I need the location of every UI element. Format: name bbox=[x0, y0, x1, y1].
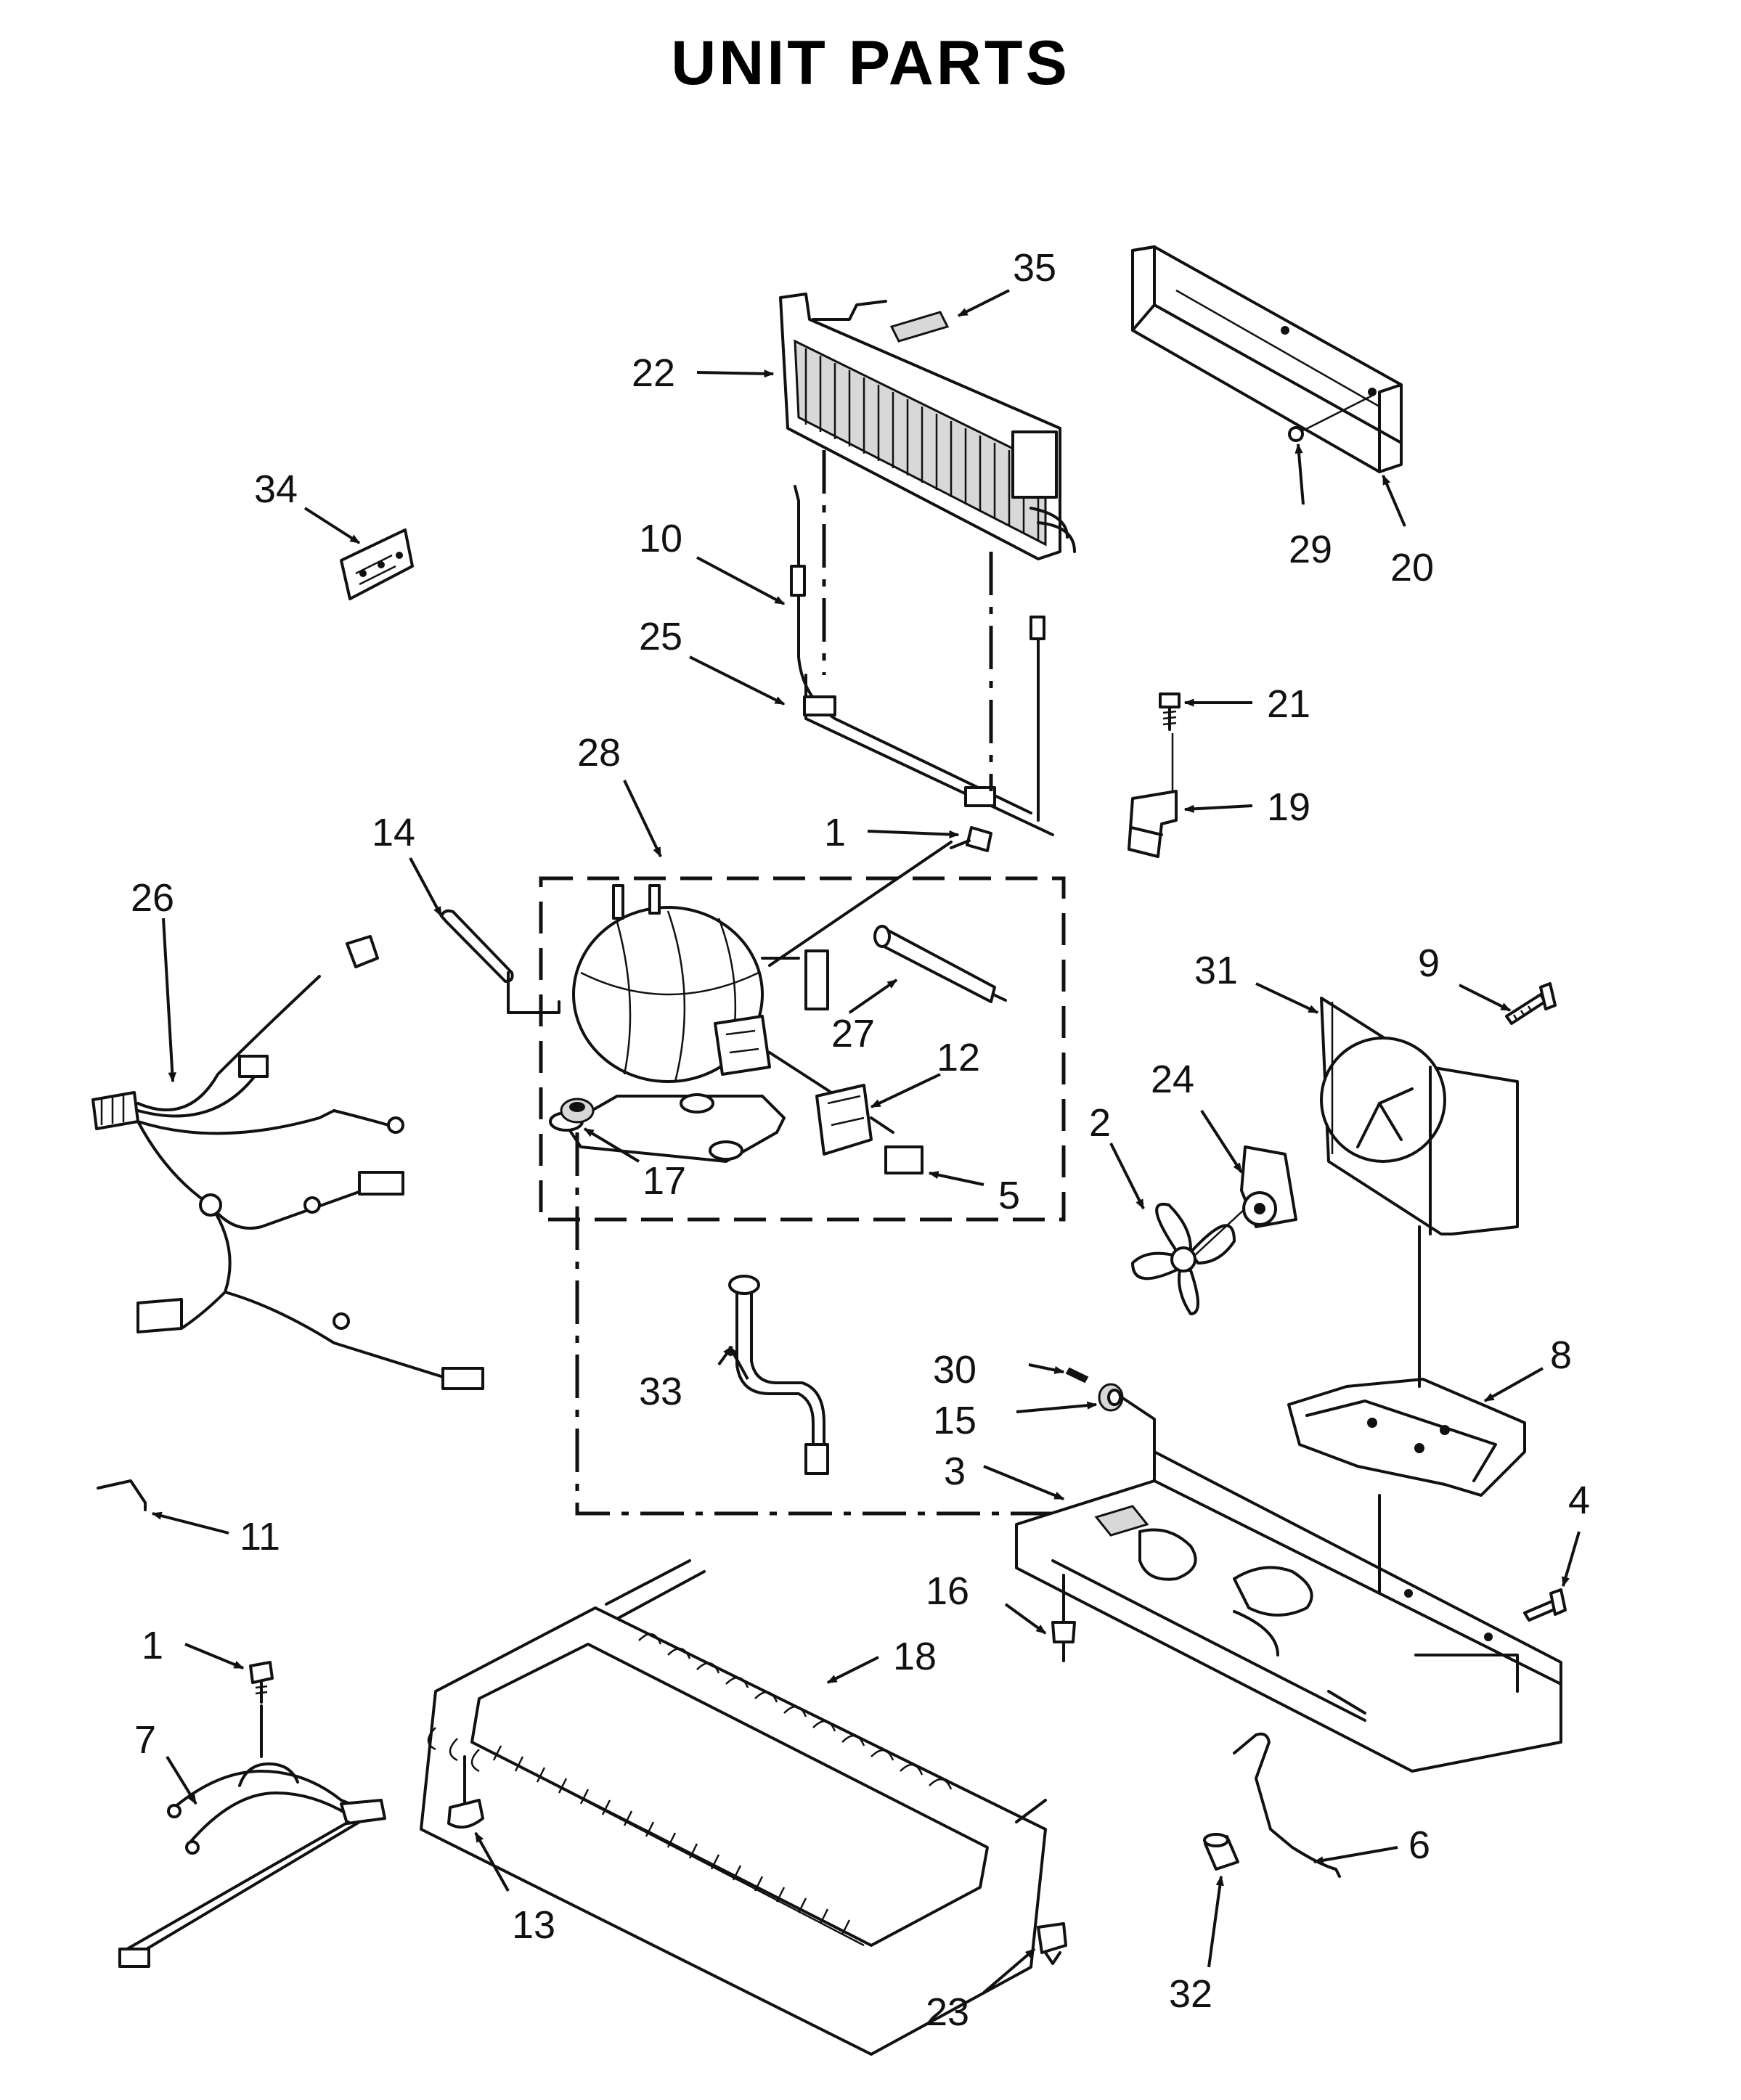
callout-30: 30 bbox=[933, 1348, 976, 1392]
part-clip-11 bbox=[97, 1479, 147, 1511]
callout-11: 11 bbox=[240, 1515, 280, 1558]
part-cover-channel bbox=[1131, 245, 1403, 473]
callout-4: 4 bbox=[1568, 1479, 1590, 1522]
part-compressor bbox=[549, 841, 953, 1163]
callout-20: 20 bbox=[1390, 546, 1434, 589]
part-screw-1-lower bbox=[249, 1661, 274, 1758]
callout-27: 27 bbox=[831, 1012, 875, 1055]
part-defrost-harness-7 bbox=[118, 1762, 386, 1968]
part-grommet-15 bbox=[1098, 1383, 1156, 1453]
part-screw-9 bbox=[1505, 982, 1557, 1025]
callout-14: 14 bbox=[372, 811, 415, 854]
callout-1-upper: 1 bbox=[824, 811, 846, 854]
part-fan-shroud-31 bbox=[1320, 997, 1519, 1235]
part-sensor-tube-10 bbox=[790, 485, 1032, 814]
callout-18: 18 bbox=[893, 1635, 937, 1678]
callout-5: 5 bbox=[998, 1174, 1020, 1217]
callout-2: 2 bbox=[1089, 1101, 1111, 1145]
part-screw-1-upper bbox=[950, 826, 992, 852]
part-screw-29 bbox=[1288, 394, 1373, 442]
part-control-board bbox=[340, 528, 414, 600]
part-clip-23 bbox=[1037, 1922, 1067, 1965]
callout-12: 12 bbox=[937, 1036, 980, 1079]
part-relay-12 bbox=[815, 1084, 894, 1156]
compressor-group-box bbox=[539, 876, 1066, 1222]
callout-labels: 35 22 34 10 25 29 20 21 19 28 1 14 26 27… bbox=[131, 246, 1590, 2034]
part-screw-4 bbox=[1523, 1588, 1567, 1622]
part-fan-blade-2 bbox=[1131, 1202, 1246, 1315]
callout-35: 35 bbox=[1013, 246, 1056, 290]
callout-leaders bbox=[151, 289, 1581, 1994]
part-fan-motor-24 bbox=[1240, 1145, 1297, 1228]
callout-23: 23 bbox=[926, 1990, 969, 2034]
part-wiring-harness bbox=[91, 935, 484, 1390]
part-condenser-coil bbox=[779, 293, 1076, 560]
callout-24: 24 bbox=[1151, 1058, 1194, 1101]
part-label-35 bbox=[889, 311, 950, 343]
callout-15: 15 bbox=[933, 1399, 976, 1442]
callout-22: 22 bbox=[632, 351, 675, 395]
callout-17: 17 bbox=[643, 1159, 686, 1203]
callout-33: 33 bbox=[639, 1370, 682, 1413]
callout-32: 32 bbox=[1169, 1972, 1212, 2016]
part-screw-16 bbox=[1051, 1574, 1076, 1662]
callout-26: 26 bbox=[131, 876, 174, 920]
callout-13: 13 bbox=[512, 1903, 555, 1947]
page-title: UNIT PARTS bbox=[671, 28, 1070, 98]
part-sleeve-32 bbox=[1203, 1833, 1239, 1871]
part-bracket-19 bbox=[1128, 790, 1178, 858]
callout-10: 10 bbox=[639, 517, 682, 560]
callout-25: 25 bbox=[639, 615, 682, 658]
callout-31: 31 bbox=[1194, 949, 1238, 992]
part-clip-13 bbox=[447, 1799, 484, 1829]
callout-9: 9 bbox=[1418, 941, 1440, 985]
part-plug-5 bbox=[884, 1145, 923, 1174]
callout-19: 19 bbox=[1267, 785, 1310, 829]
callout-8: 8 bbox=[1550, 1333, 1572, 1377]
part-grommet-17 bbox=[560, 1098, 1147, 1516]
callout-29: 29 bbox=[1289, 528, 1332, 571]
part-wire-6 bbox=[1233, 1732, 1341, 1878]
callout-6: 6 bbox=[1408, 1823, 1430, 1867]
callout-3: 3 bbox=[944, 1450, 966, 1493]
part-base-plate-3 bbox=[1015, 1450, 1562, 1773]
callout-7: 7 bbox=[134, 1718, 156, 1762]
part-tube-bracket-25 bbox=[803, 450, 1054, 836]
callout-28: 28 bbox=[577, 731, 621, 775]
callout-21: 21 bbox=[1267, 682, 1310, 726]
callout-16: 16 bbox=[926, 1569, 969, 1613]
callout-34: 34 bbox=[254, 467, 298, 511]
part-evaporator-18 bbox=[420, 1559, 1047, 2056]
part-drier-27 bbox=[873, 925, 1007, 1003]
callout-1-lower: 1 bbox=[142, 1624, 163, 1667]
part-pin-30 bbox=[1065, 1367, 1089, 1384]
part-drain-tube-33 bbox=[728, 1275, 829, 1475]
part-clip-14 bbox=[440, 909, 560, 1014]
part-terminal-block bbox=[714, 1015, 833, 1094]
part-screw-21 bbox=[1159, 692, 1181, 791]
